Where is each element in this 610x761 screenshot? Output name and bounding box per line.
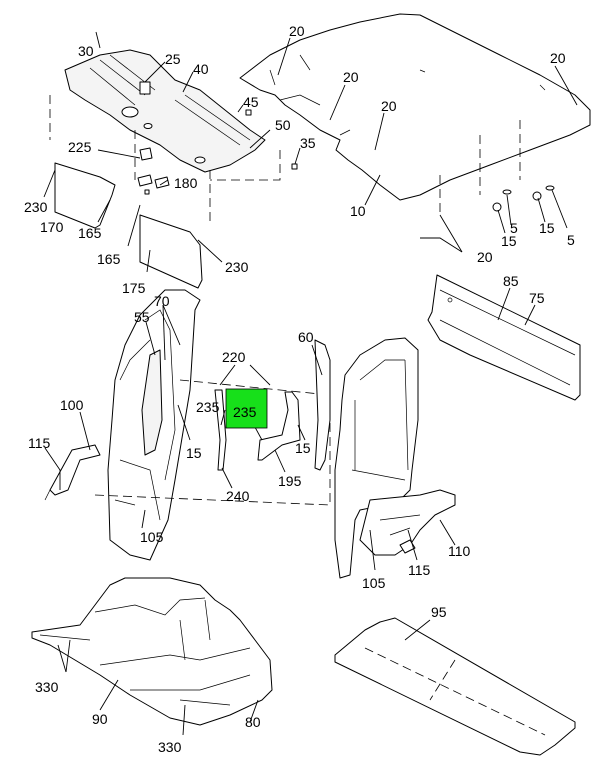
callout-30[interactable]: 30 (78, 43, 94, 59)
callout-15-a[interactable]: 15 (501, 233, 517, 249)
callout-165-right[interactable]: 165 (78, 225, 102, 241)
callout-330-left[interactable]: 330 (35, 679, 59, 695)
callout-110[interactable]: 110 (448, 543, 471, 559)
callout-230-lower[interactable]: 230 (225, 259, 249, 275)
callout-20-e[interactable]: 20 (477, 249, 493, 265)
callout-170[interactable]: 170 (40, 219, 64, 235)
back-panel (427, 274, 581, 401)
callout-330-bottom[interactable]: 330 (158, 739, 182, 755)
callout-80[interactable]: 80 (245, 714, 261, 730)
callout-15-c[interactable]: 15 (186, 445, 202, 461)
callout-240[interactable]: 240 (226, 488, 250, 504)
callout-220[interactable]: 220 (222, 349, 246, 365)
overhead-console (64, 49, 266, 173)
callout-20-b[interactable]: 20 (343, 69, 359, 85)
callout-40[interactable]: 40 (193, 61, 209, 77)
callout-25[interactable]: 25 (165, 51, 181, 67)
callout-20-c[interactable]: 20 (381, 98, 397, 114)
callout-165-left[interactable]: 165 (97, 251, 121, 267)
callout-230-upper[interactable]: 230 (24, 199, 48, 215)
callout-100[interactable]: 100 (60, 397, 84, 413)
visor-brackets (137, 109, 298, 195)
pillar-strips (214, 389, 301, 471)
callout-20-d[interactable]: 20 (550, 50, 566, 66)
callout-105-left[interactable]: 105 (140, 529, 164, 545)
callout-235-left[interactable]: 235 (196, 399, 220, 415)
callout-115-left[interactable]: 115 (28, 435, 51, 451)
sun-visor-170 (54, 162, 116, 229)
callout-10[interactable]: 10 (350, 203, 366, 219)
callout-60[interactable]: 60 (298, 329, 314, 345)
callout-195[interactable]: 195 (278, 473, 302, 489)
callout-15-b[interactable]: 15 (539, 220, 555, 236)
roof-fasteners (492, 185, 555, 212)
callout-5-b[interactable]: 5 (567, 232, 575, 248)
callout-95[interactable]: 95 (431, 604, 447, 620)
headliner-panel (239, 13, 591, 215)
highlight-box[interactable] (225, 388, 268, 429)
sun-visor-175 (139, 214, 203, 289)
callout-85[interactable]: 85 (503, 273, 519, 289)
callout-45[interactable]: 45 (243, 94, 259, 110)
callout-180[interactable]: 180 (174, 175, 198, 191)
callout-15-d[interactable]: 15 (295, 440, 311, 456)
callout-115-right[interactable]: 115 (408, 562, 431, 578)
callout-20-a[interactable]: 20 (289, 23, 305, 39)
callout-90[interactable]: 90 (92, 711, 108, 727)
callout-75[interactable]: 75 (529, 290, 545, 306)
callout-225[interactable]: 225 (68, 139, 92, 155)
callout-35[interactable]: 35 (300, 135, 316, 151)
callout-50[interactable]: 50 (275, 117, 291, 133)
callout-175[interactable]: 175 (122, 280, 146, 296)
callout-105-right[interactable]: 105 (362, 575, 386, 591)
callout-55[interactable]: 55 (134, 309, 150, 325)
left-pillar-trim (107, 289, 201, 561)
floor-mat (334, 617, 576, 756)
floor-covering (31, 577, 273, 726)
step-bracket-left (44, 444, 101, 501)
callout-labels: 30 25 40 45 50 35 225 180 230 170 165 16… (24, 23, 575, 755)
leader-lines (43, 31, 578, 736)
callout-235-highlighted[interactable]: 235 (233, 404, 257, 420)
callout-5-a[interactable]: 5 (510, 220, 518, 236)
callout-70[interactable]: 70 (154, 293, 170, 309)
sill-bracket-right (359, 489, 456, 556)
